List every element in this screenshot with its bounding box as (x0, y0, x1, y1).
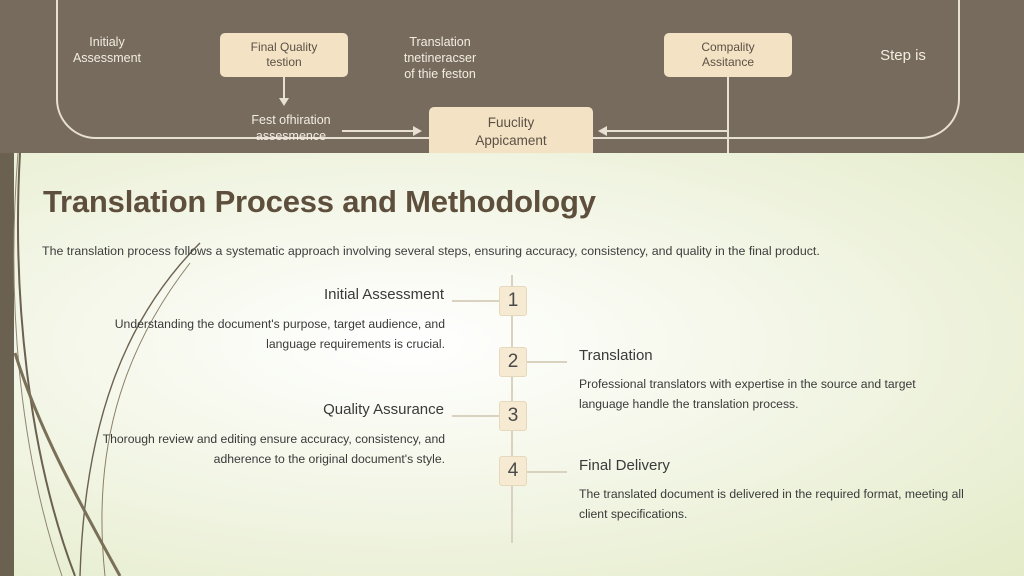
step-number-badge: 3 (499, 401, 527, 431)
step-connector (452, 415, 499, 417)
step-description: Understanding the document's purpose, ta… (114, 317, 445, 351)
diagram-box-compality: Compality Assitance (664, 33, 792, 77)
diagram-box-final-quality: Final Quality testion (220, 33, 348, 77)
step-number-badge: 2 (499, 347, 527, 377)
step-connector (525, 361, 567, 363)
page-title: Translation Process and Methodology (43, 184, 596, 219)
step-title: Initial Assessment (323, 286, 444, 303)
step-title: Translation (579, 347, 653, 364)
arrow-right-icon (413, 126, 422, 136)
diagram-label-translation: Translation tnetineracser of thie feston (403, 35, 477, 81)
slide: Translation Process and Methodology The … (0, 153, 1024, 576)
arrow-left-icon (598, 126, 607, 136)
step-number-badge: 1 (499, 286, 527, 316)
diagram-connector (342, 130, 414, 132)
step-title: Quality Assurance (323, 401, 444, 418)
step-description: Thorough review and editing ensure accur… (102, 432, 445, 466)
page-subtitle: The translation process follows a system… (42, 244, 820, 258)
step-connector (452, 300, 499, 302)
step-description: Professional translators with expertise … (579, 377, 916, 411)
step-description: The translated document is delivered in … (579, 487, 964, 521)
diagram-label-initial: Initialy Assessment (72, 35, 142, 65)
decorative-curves (13, 153, 201, 576)
left-accent-strip (0, 153, 14, 576)
process-diagram-image: Initialy Assessment Final Quality testio… (0, 0, 1024, 153)
diagram-connector (606, 130, 728, 132)
diagram-connector (727, 77, 729, 153)
diagram-label-fest: Fest ofhiration assesmence (251, 113, 331, 143)
step-connector (525, 471, 567, 473)
step-number-badge: 4 (499, 456, 527, 486)
diagram-connector (283, 77, 285, 99)
step-title: Final Delivery (579, 457, 670, 474)
diagram-label-step: Step is (880, 47, 926, 64)
arrow-down-icon (279, 98, 289, 106)
diagram-box-fuuclity: Fuuclity Appicament (429, 107, 593, 153)
